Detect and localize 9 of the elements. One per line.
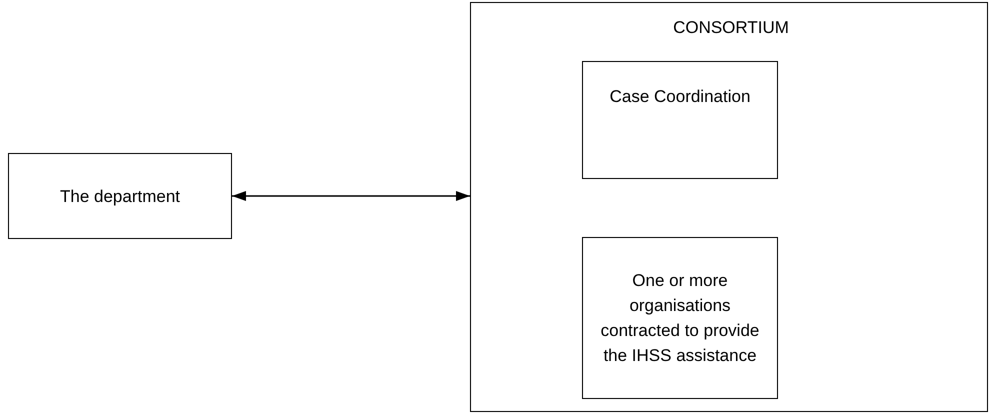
- double-arrow: [232, 191, 470, 201]
- process-box: [582, 237, 778, 399]
- process-box: [8, 153, 232, 239]
- box-label: The department: [58, 186, 181, 208]
- group-title: CONSORTIUM: [672, 17, 790, 39]
- process-box: [582, 61, 778, 179]
- box-label: Case Coordination: [608, 86, 752, 108]
- group-box: [470, 2, 988, 412]
- box-label: One or more organisations contracted to provide the IHSS assistance: [600, 270, 760, 367]
